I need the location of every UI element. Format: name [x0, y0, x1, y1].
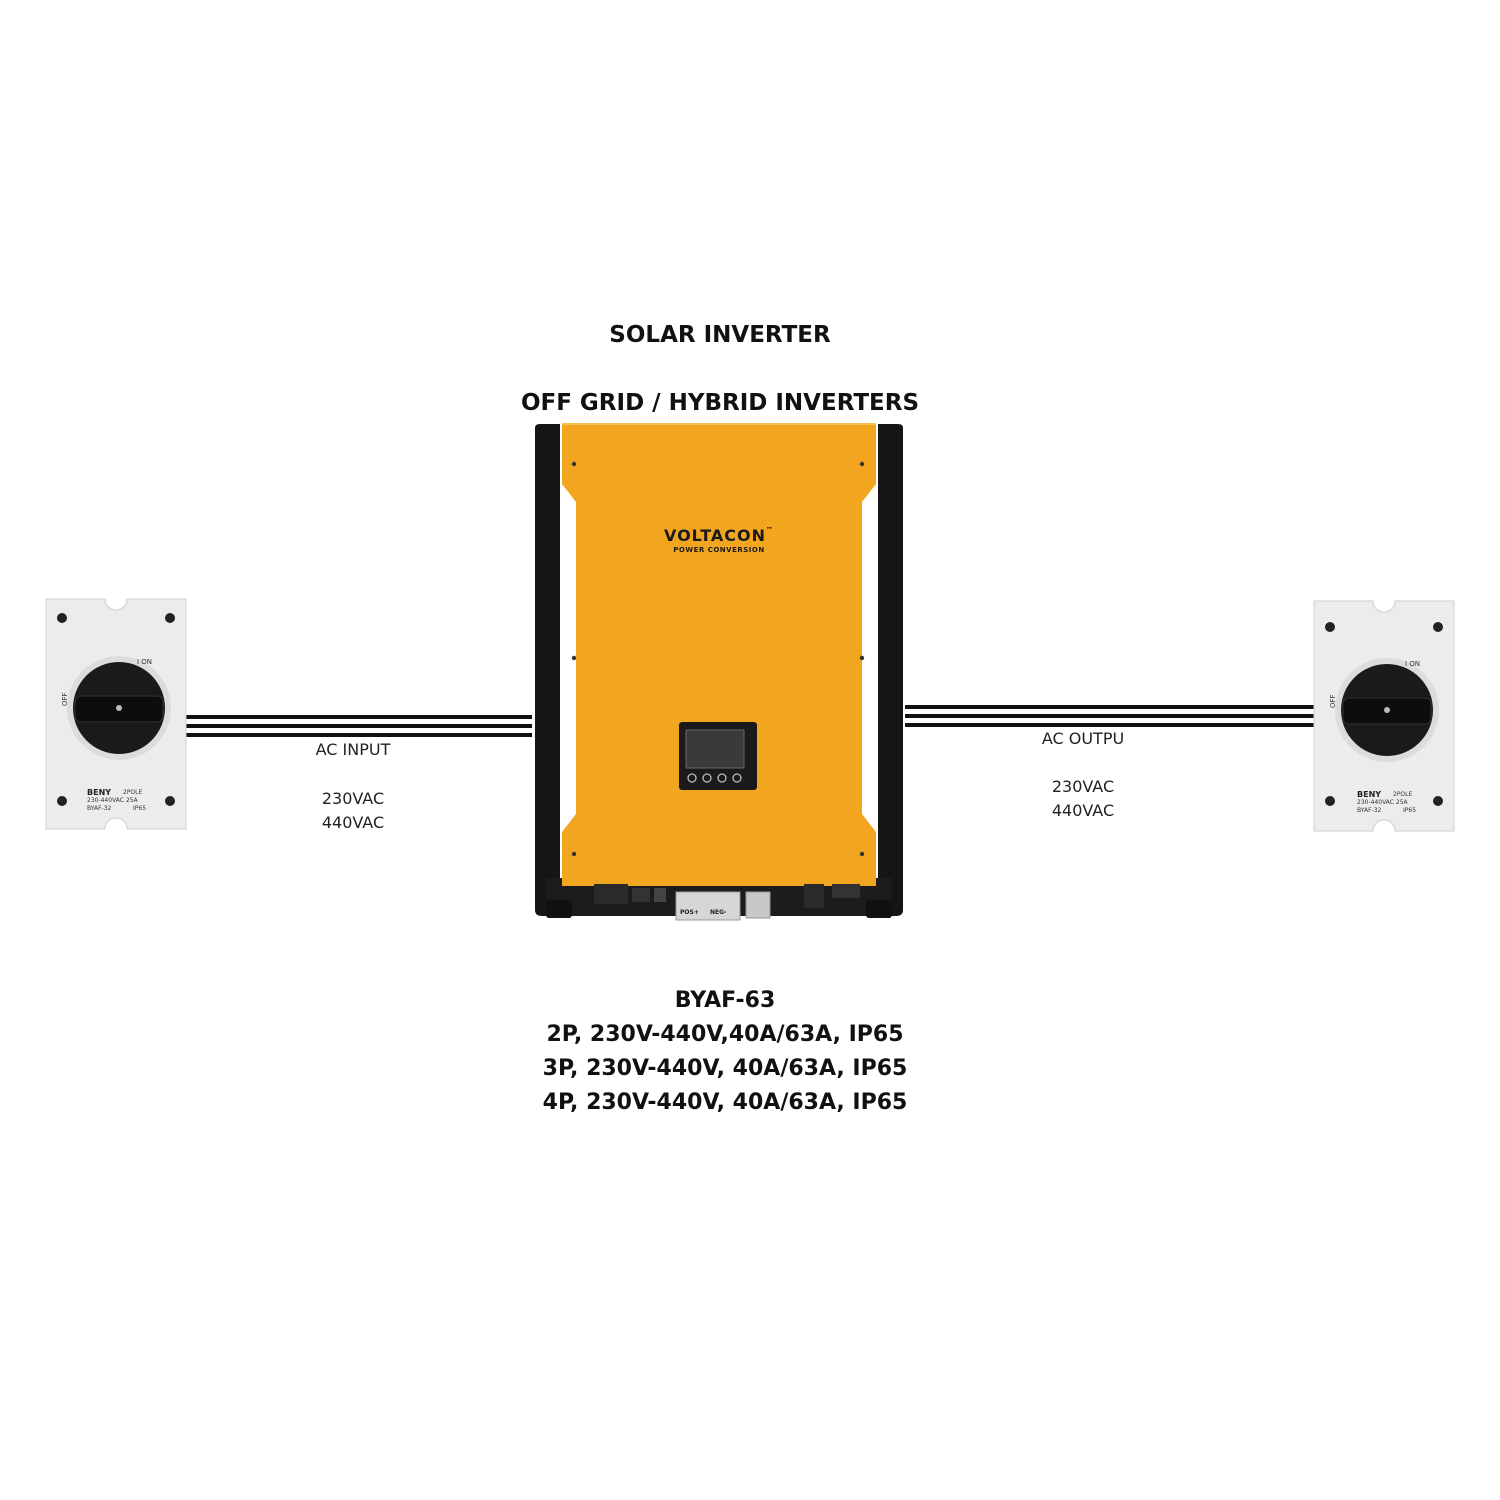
svg-text:OFF: OFF — [1329, 694, 1337, 708]
isolator-ip: IP65 — [133, 805, 147, 812]
svg-text:I ON: I ON — [1405, 660, 1420, 668]
ac-output-voltage-1: 230VAC — [1051, 777, 1115, 796]
isolator-brand: BENY — [87, 788, 112, 797]
spec-model: BYAF-63 — [674, 988, 776, 1013]
diagram-title: SOLAR INVERTER — [609, 322, 831, 348]
isolator-model: BYAF-32 — [1357, 807, 1382, 814]
isolator-switch-graphic: OFF I ON — [45, 598, 187, 830]
isolator-poles: 2POLE — [123, 789, 143, 796]
isolator-spec-list: BYAF-63 2P, 230V-440V,40A/63A, IP65 3P, … — [500, 984, 950, 1120]
svg-text:OFF: OFF — [61, 692, 69, 706]
inverter-brand-logo: VOLTACON — [663, 526, 767, 545]
isolator-rating: 230-440VAC 25A — [87, 797, 138, 804]
spec-line-2p: 2P, 230V-440V,40A/63A, IP65 — [546, 1022, 904, 1047]
terminal-pos-label: POS+ — [680, 909, 699, 916]
ac-input-isolator-switch: OFF I ON BENY 2POLE 230-440VAC 25A BYAF-… — [45, 598, 187, 830]
spec-line-3p: 3P, 230V-440V, 40A/63A, IP65 — [542, 1056, 908, 1081]
ac-input-label: AC INPUT — [315, 740, 391, 759]
isolator-model: BYAF-32 — [87, 805, 112, 812]
isolator-switch-graphic: OFF I ON — [1313, 600, 1455, 832]
ac-output-voltage-2: 440VAC — [1051, 801, 1115, 820]
ac-output-label: AC OUTPU — [1041, 729, 1125, 748]
ac-output-isolator-switch: OFF I ON BENY 2POLE 230-440VAC 25A BYAF-… — [1313, 600, 1455, 832]
inverter-brand-trademark: ™ — [766, 526, 775, 534]
spec-line-4p: 4P, 230V-440V, 40A/63A, IP65 — [542, 1090, 908, 1115]
terminal-neg-label: NEG- — [710, 909, 727, 916]
solar-inverter-unit: VOLTACON™ POWER CONVERSION POS+ NEG- — [532, 422, 906, 922]
isolator-poles: 2POLE — [1393, 791, 1413, 798]
inverter-brand-tagline: POWER CONVERSION — [673, 546, 765, 554]
diagram-subtitle: OFF GRID / HYBRID INVERTERS — [520, 390, 920, 416]
isolator-brand: BENY — [1357, 790, 1382, 799]
inverter-body-graphic — [535, 423, 903, 921]
ac-input-voltage-1: 230VAC — [321, 789, 385, 808]
ac-input-voltage-2: 440VAC — [321, 813, 385, 832]
svg-text:I ON: I ON — [137, 658, 152, 666]
isolator-ip: IP65 — [1403, 807, 1417, 814]
isolator-rating: 230-440VAC 25A — [1357, 799, 1408, 806]
